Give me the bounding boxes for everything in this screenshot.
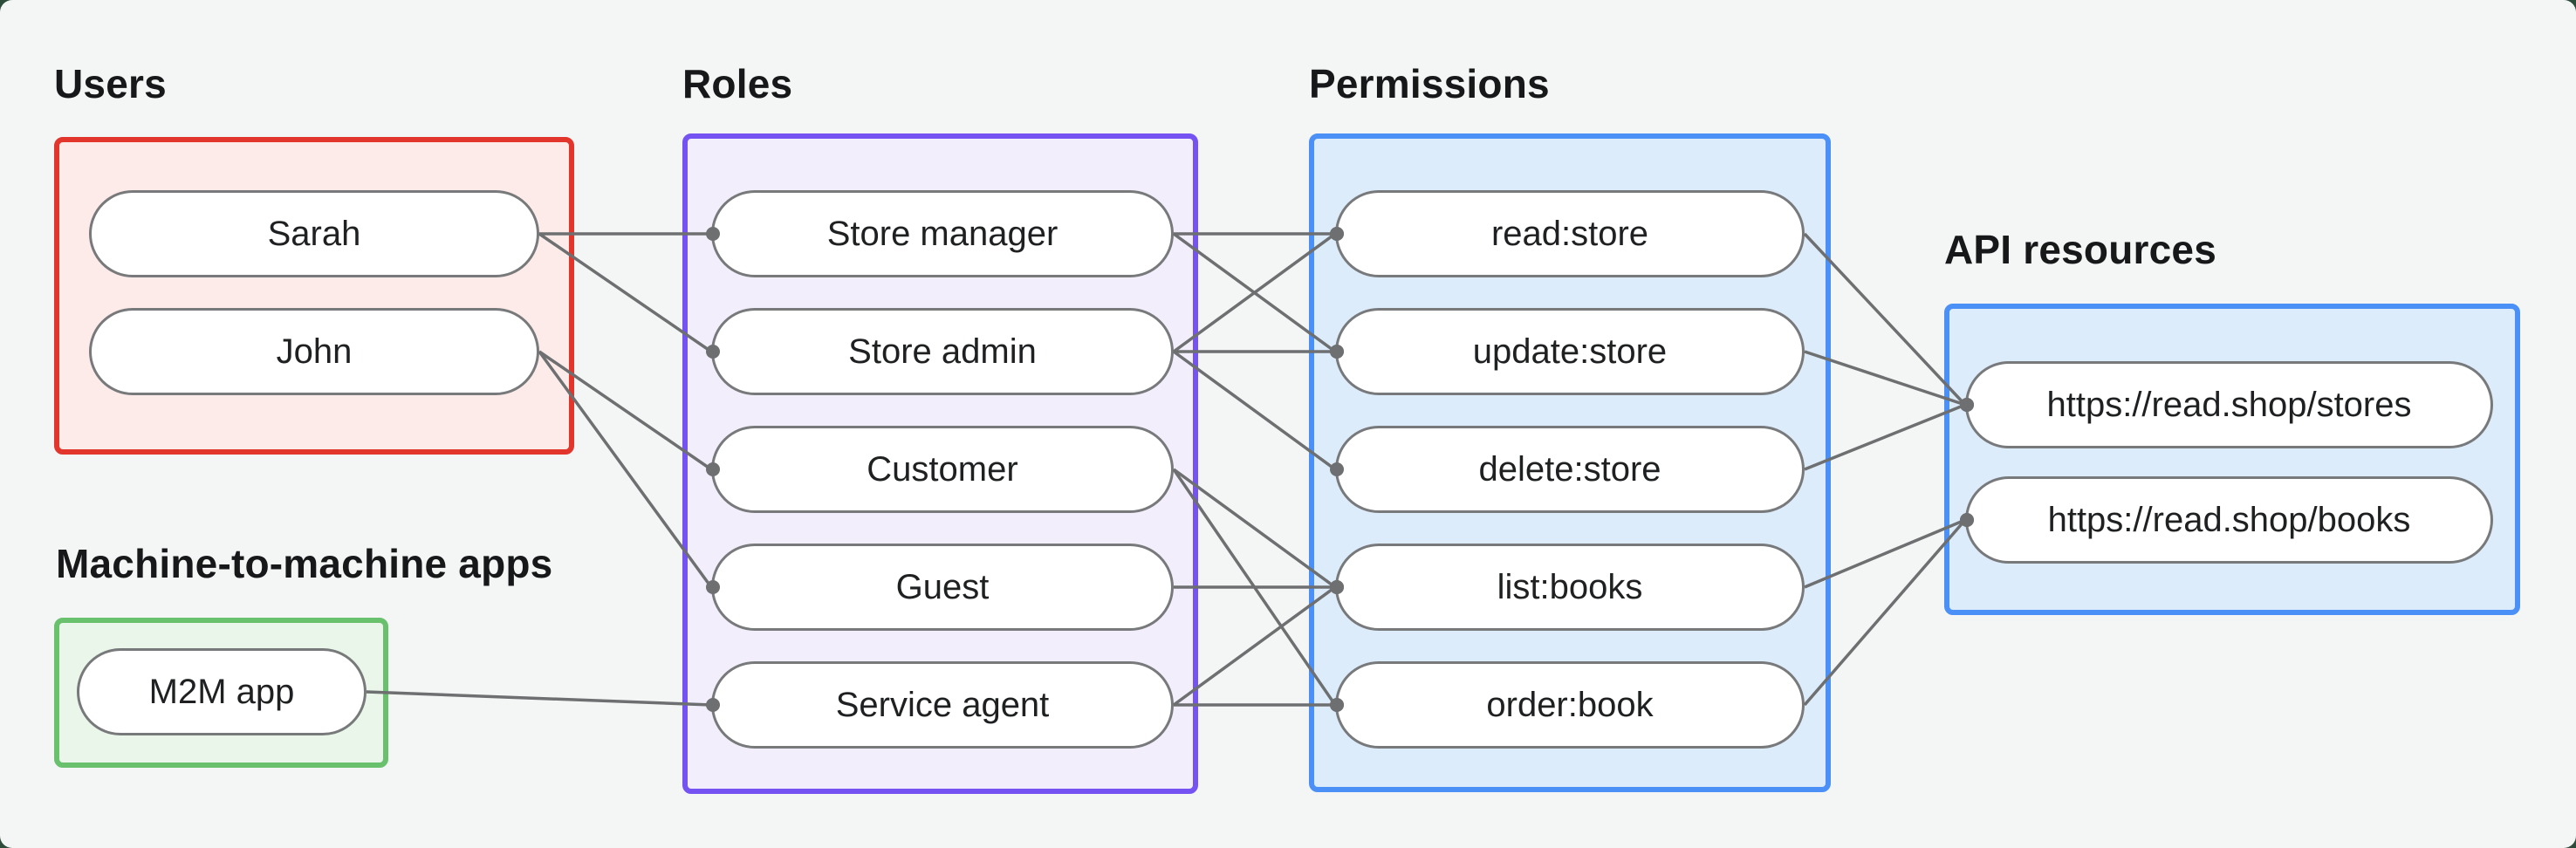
node-list-books: list:books — [1335, 544, 1805, 631]
group-label-m2m: Machine-to-machine apps — [56, 541, 553, 586]
node-read-store: read:store — [1335, 190, 1805, 277]
node-update-store: update:store — [1335, 308, 1805, 395]
group-label-roles: Roles — [682, 61, 793, 106]
node-store-admin: Store admin — [711, 308, 1174, 395]
node-order-book: order:book — [1335, 661, 1805, 749]
node-books-api: https://read.shop/books — [1965, 476, 2493, 564]
node-delete-store: delete:store — [1335, 426, 1805, 513]
node-m2m-app: M2M app — [77, 648, 367, 735]
node-service-agent: Service agent — [711, 661, 1174, 749]
group-box-api — [1944, 304, 2520, 615]
node-store-manager: Store manager — [711, 190, 1174, 277]
group-label-permissions: Permissions — [1309, 61, 1550, 106]
edge-m2m-app-to-service-agent — [366, 690, 712, 707]
node-john: John — [89, 308, 539, 395]
node-guest: Guest — [711, 544, 1174, 631]
node-customer: Customer — [711, 426, 1174, 513]
node-sarah: Sarah — [89, 190, 539, 277]
group-label-users: Users — [54, 61, 167, 106]
group-label-api: API resources — [1944, 227, 2216, 272]
group-box-users — [54, 137, 574, 455]
node-stores-api: https://read.shop/stores — [1965, 361, 2493, 448]
